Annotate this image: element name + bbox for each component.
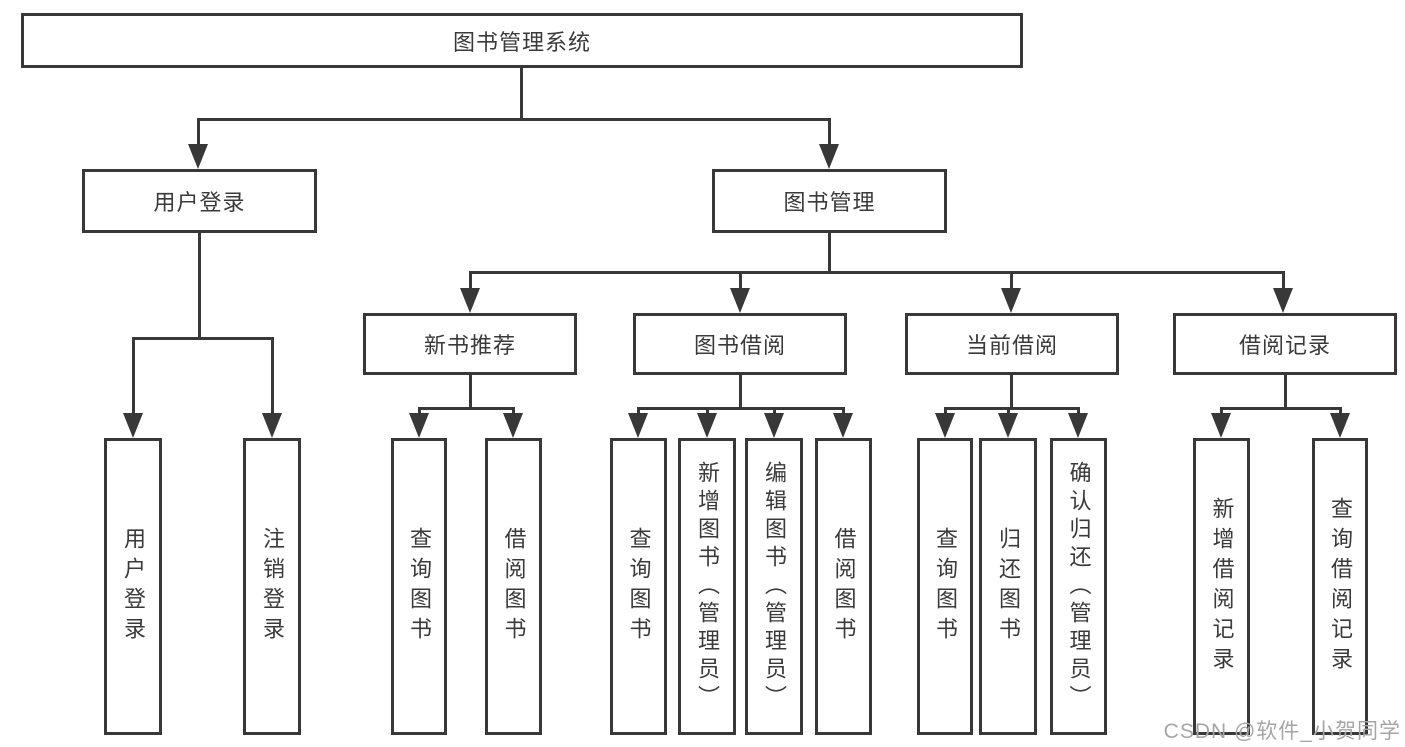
connector-line [418,407,515,410]
node-user-login-label: 用户登录 [153,190,246,215]
connector-line [1220,407,1342,410]
connector-line [739,375,742,409]
arrow-down-icon [697,413,717,438]
node-query-books-borrowing-label: 查询图书 [626,526,652,647]
node-root-label: 图书管理系统 [452,29,591,55]
connector-line [1282,271,1285,290]
connector-line [469,271,1285,274]
connector-line [637,407,640,417]
node-confirm-return-admin-label: 确认归还（管理员） [1066,460,1092,713]
connector-line [1010,375,1013,409]
node-return-book: 归还图书 [979,438,1037,735]
arrow-down-icon [503,413,523,438]
node-user-login-leaf: 用户登录 [104,438,162,735]
connector-line [773,407,776,417]
node-book-borrowing: 图书借阅 [633,313,847,375]
connector-line [739,271,742,290]
node-query-borrow-record-label: 查询借阅记录 [1328,496,1353,677]
arrow-down-icon [1001,288,1021,313]
node-query-books-current: 查询图书 [917,438,973,735]
arrow-down-icon [628,413,648,438]
connector-line [944,407,947,417]
connector-line [418,407,421,417]
connector-line [1284,375,1287,409]
node-query-books-borrowing: 查询图书 [610,438,667,735]
node-edit-book-admin: 编辑图书（管理员） [745,438,803,735]
arrow-down-icon [1211,413,1231,438]
node-add-borrow-record-label: 新增借阅记录 [1209,496,1235,677]
connector-line [1010,271,1013,290]
arrow-down-icon [1068,413,1088,438]
connector-line [520,68,523,120]
node-book-borrowing-label: 图书借阅 [693,333,786,358]
csdn-watermark: CSDN @软件_小贺同学 [1163,720,1401,743]
node-query-borrow-record: 查询借阅记录 [1312,438,1368,735]
arrow-down-icon [188,144,208,169]
node-new-book-recommendation-label: 新书推荐 [423,333,516,358]
connector-line [637,407,845,410]
node-add-book-admin-label: 新增图书（管理员） [695,460,720,713]
connector-line [512,407,515,417]
node-borrow-books-recommend-label: 借阅图书 [501,526,527,647]
connector-line [198,233,201,339]
node-user-login: 用户登录 [82,169,317,233]
node-confirm-return-admin: 确认归还（管理员） [1050,438,1107,735]
connector-line [1339,407,1342,417]
connector-line [1077,407,1080,417]
node-logout: 注销登录 [243,438,301,735]
node-query-books-recommend-label: 查询图书 [407,526,432,647]
node-new-book-recommendation: 新书推荐 [363,313,577,375]
connector-line [469,375,472,409]
node-return-book-label: 归还图书 [996,526,1021,647]
node-current-borrowing-label: 当前借阅 [965,333,1058,358]
node-logout-label: 注销登录 [260,526,285,647]
connector-line [828,118,831,146]
node-borrow-records: 借阅记录 [1173,313,1397,375]
connector-line [197,118,200,146]
arrow-down-icon [123,413,143,438]
connector-line [828,233,831,273]
node-borrow-records-label: 借阅记录 [1238,333,1331,358]
connector-line [1007,407,1010,417]
node-query-books-current-label: 查询图书 [933,526,958,647]
node-edit-book-admin-label: 编辑图书（管理员） [762,460,787,713]
arrow-down-icon [998,413,1018,438]
node-borrow-books-leaf-label: 借阅图书 [831,526,857,647]
arrow-down-icon [409,413,429,438]
arrow-down-icon [1330,413,1350,438]
arrow-down-icon [1273,288,1293,313]
connector-line [1220,407,1223,417]
node-current-borrowing: 当前借阅 [905,313,1119,375]
arrow-down-icon [262,413,282,438]
node-root-library-system: 图书管理系统 [21,13,1023,68]
connector-line [842,407,845,417]
node-add-book-admin: 新增图书（管理员） [678,438,736,735]
arrow-down-icon [833,413,853,438]
arrow-down-icon [819,144,839,169]
arrow-down-icon [460,288,480,313]
node-query-books-recommend: 查询图书 [391,438,447,735]
connector-line [469,271,472,290]
arrow-down-icon [935,413,955,438]
node-user-login-leaf-label: 用户登录 [121,526,146,647]
connector-line [944,407,1080,410]
node-book-management-label: 图书管理 [783,190,876,215]
node-borrow-books-leaf: 借阅图书 [815,438,872,735]
node-borrow-books-recommend: 借阅图书 [485,438,542,735]
connector-line [132,337,274,340]
connector-line [271,337,274,415]
arrow-down-icon [730,288,750,313]
connector-line [197,118,831,121]
arrow-down-icon [764,413,784,438]
connector-line [132,337,135,415]
node-add-borrow-record: 新增借阅记录 [1193,438,1250,735]
connector-line [706,407,709,417]
node-book-management: 图书管理 [712,169,947,233]
